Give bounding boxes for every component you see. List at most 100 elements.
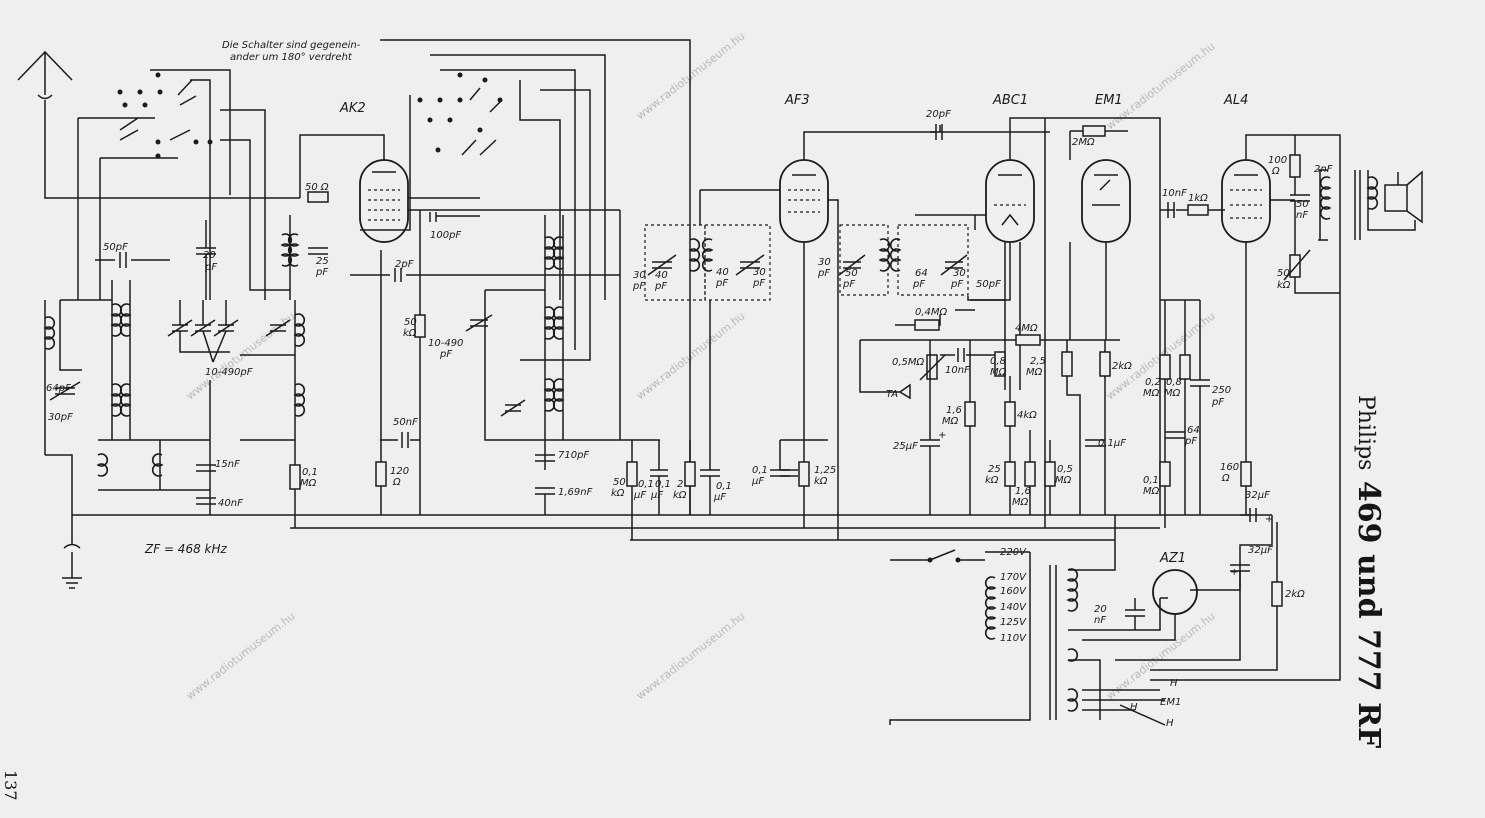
ak2-coupling [240,191,620,528]
switch-note-line-2: ander um 180° verdreht [230,52,353,63]
tuning-capacitors [49,220,291,505]
lbl-r01: 0,1 [302,467,318,478]
lbl-c30b: 30 [753,267,766,278]
switch-note-line-1: Die Schalter sind gegenein- [222,40,361,51]
lbl-c2nf: 2nF [1314,164,1333,175]
lbl-r08m2-unit: MΩ [1164,388,1181,399]
lbl-c01a-unit: μF [633,490,646,501]
lbl-c25uf: 25μF [893,441,918,452]
lbl-r160: 160 [1220,462,1239,473]
lbl-c20pf: 20 [203,250,216,261]
lbl-c30a-unit: pF [632,281,645,292]
lbl-c64c: 64 [915,268,928,279]
lbl-c10nf2: 10nF [1162,188,1187,199]
lbl-c50nf: 50nF [393,417,418,428]
lbl-c50nf2: 50 [1296,199,1309,210]
lbl-v125: 125V [1000,617,1027,628]
lbl-r16m-unit: MΩ [942,416,959,427]
lbl-c01e: 0,1μF [1098,438,1126,449]
lbl-r2k-unit: kΩ [673,490,687,501]
lbl-c2pf: 2pF [395,259,414,270]
lbl-c32uf: 32μF [1245,490,1270,501]
detector-network [859,299,1120,515]
lbl-r125k: 1,25 [814,465,836,476]
lbl-c01b-unit: μF [650,490,663,501]
watermark-6: www.radiotumuseum.hu [184,610,298,703]
component-labels: 50pF 20 pF 64pF 30pF 10-490pF 15nF 40nF … [46,109,1333,729]
wave-switch-left [77,69,290,300]
if-transformer-1 [619,189,780,540]
lbl-v170: 170V [1000,572,1027,583]
lbl-plus-3: + [1230,567,1238,578]
lbl-em1-heater: EM1 [1160,697,1181,708]
lbl-r16mb-unit: MΩ [1012,497,1029,508]
lbl-r2m-top: 2MΩ [1072,137,1095,148]
lbl-r05mb: 0,5 [1057,464,1073,475]
lbl-r01m2: 0,1 [1143,475,1159,486]
lbl-r125k-unit: kΩ [814,476,828,487]
lbl-c30a: 30 [633,270,646,281]
lbl-c250pf: 250 [1212,385,1231,396]
page-number: 137 [1,770,20,801]
antenna-symbol [17,50,300,199]
lbl-v140: 140V [1000,602,1027,613]
lbl-r08m-unit: MΩ [990,367,1007,378]
lbl-c20nf: 20 [1094,604,1107,615]
lbl-c15nf: 15nF [215,459,240,470]
lbl-c40b-unit: pF [715,278,728,289]
lbl-r25m-unit: MΩ [1026,367,1043,378]
power-supply [889,515,1283,726]
lbl-r05m: 0,5MΩ [892,357,925,368]
lbl-r25k: 25 [988,464,1001,475]
lbl-c01b: 0,1 [655,479,671,490]
lbl-c40a-unit: pF [654,281,667,292]
lbl-r120: 120 [390,466,409,477]
lbl-c30c-unit: pF [817,268,830,279]
lbl-c01c-unit: μF [713,492,726,503]
lbl-c50c: 50 [845,268,858,279]
if-frequency-note: ZF = 468 kHz [144,542,227,556]
lbl-c50pf: 50pF [103,242,128,253]
lbl-v110: 110V [1000,633,1027,644]
lbl-r25k-unit: kΩ [985,475,999,486]
lbl-c25-unit: pF [315,267,328,278]
lbl-c10-490b: 10-490 [428,338,463,349]
lbl-c01d-unit: μF [751,476,764,487]
lbl-r05mb-unit: MΩ [1055,475,1072,486]
lbl-c50pf2: 50pF [976,279,1001,290]
tube-al4 [1150,134,1423,681]
lbl-c01a: 0,1 [638,479,654,490]
lbl-h2: H [1130,702,1138,713]
ground-symbol [62,515,82,589]
notes: Die Schalter sind gegenein- ander um 180… [144,40,361,556]
lbl-c250pf-unit: pF [1211,397,1224,408]
watermark-7: www.radiotumuseum.hu [634,610,748,703]
lbl-r4m: 4MΩ [1015,323,1038,334]
tube-ak2 [299,134,620,243]
title-model: 469 und 777 RF [1351,480,1386,749]
lbl-c30c: 30 [818,257,831,268]
lbl-r50k-unit: kΩ [403,328,417,339]
lbl-c32uf2: 32μF [1248,545,1273,556]
lbl-h3: H [1166,718,1174,729]
lbl-r4k: 4kΩ [1017,410,1037,421]
lbl-c64d: 64 [1187,425,1200,436]
lbl-c10nf: 10nF [945,365,970,376]
lbl-r16m: 1,6 [946,405,962,416]
page-title: Philips 469 und 777 RF [1351,395,1386,748]
lbl-c30d: 30 [953,268,966,279]
lbl-r02m: 0,2 [1145,377,1161,388]
lbl-r25m: 2,5 [1030,356,1046,367]
lbl-r50k2-unit: kΩ [611,488,625,499]
lbl-r100-unit: Ω [1271,166,1280,177]
middle-coils [465,215,620,515]
lbl-plus-1: + [938,430,946,441]
lbl-c20pf-top: 20pF [926,109,951,120]
lbl-r08m2: 0,8 [1166,377,1182,388]
lbl-c64c-unit: pF [912,279,925,290]
lbl-c10-490: 10-490pF [205,367,253,378]
wave-switch-right [360,39,691,515]
label-abc1: ABC1 [992,93,1028,108]
lbl-c25: 25 [316,256,329,267]
